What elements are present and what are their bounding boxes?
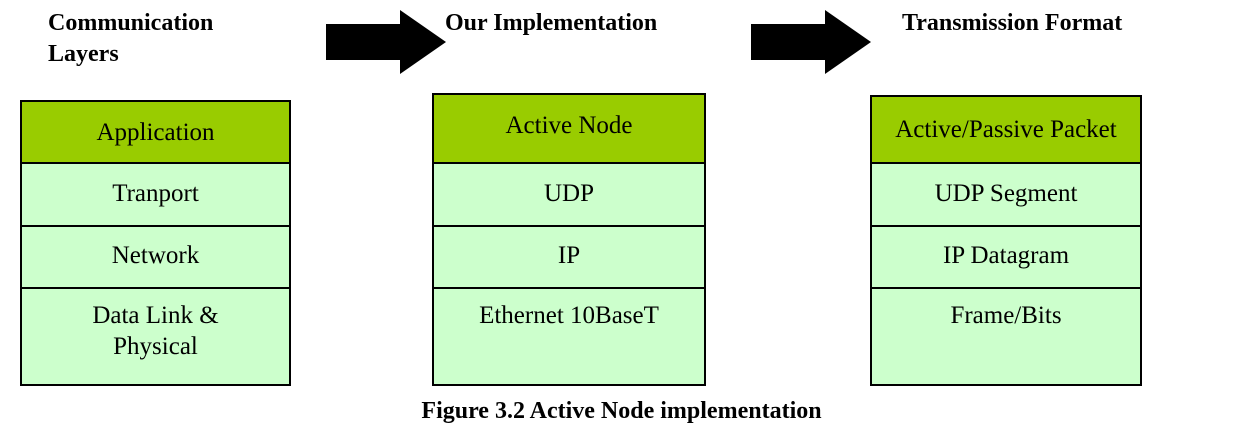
cell-active-passive-packet: Active/Passive Packet: [872, 97, 1140, 162]
cell-udp-segment: UDP Segment: [872, 162, 1140, 225]
cell-ip: IP: [434, 225, 704, 287]
stack-transmission-format: Active/Passive Packet UDP Segment IP Dat…: [870, 95, 1142, 386]
cell-data-link-physical-line-2: Physical: [113, 333, 198, 360]
heading-transmission-format: Transmission Format: [902, 10, 1123, 36]
right-arrow-shape: [326, 10, 446, 74]
cell-transport: Tranport: [22, 162, 289, 225]
stack-communication-layers: Application Tranport Network Data Link &…: [20, 100, 291, 386]
cell-network: Network: [22, 225, 289, 287]
right-arrow-icon: [751, 10, 871, 74]
cell-ip-datagram: IP Datagram: [872, 225, 1140, 287]
right-arrow-shape: [751, 10, 871, 74]
heading-our-implementation: Our Implementation: [445, 10, 658, 36]
right-arrow-icon: [326, 10, 446, 74]
cell-application: Application: [22, 102, 289, 162]
cell-ethernet-10baset: Ethernet 10BaseT: [434, 287, 704, 384]
cell-data-link-physical: Data Link & Physical: [22, 287, 289, 384]
heading-communication-layers-line-2: Layers: [48, 41, 119, 67]
heading-communication-layers: Communication Layers: [48, 8, 213, 70]
cell-active-node: Active Node: [434, 95, 704, 162]
cell-data-link-physical-line-1: Data Link &: [92, 302, 219, 329]
cell-frame-bits: Frame/Bits: [872, 287, 1140, 384]
figure-caption: Figure 3.2 Active Node implementation: [421, 398, 822, 424]
cell-udp: UDP: [434, 162, 704, 225]
heading-communication-layers-line-1: Communication: [48, 10, 214, 36]
stack-our-implementation: Active Node UDP IP Ethernet 10BaseT: [432, 93, 706, 386]
